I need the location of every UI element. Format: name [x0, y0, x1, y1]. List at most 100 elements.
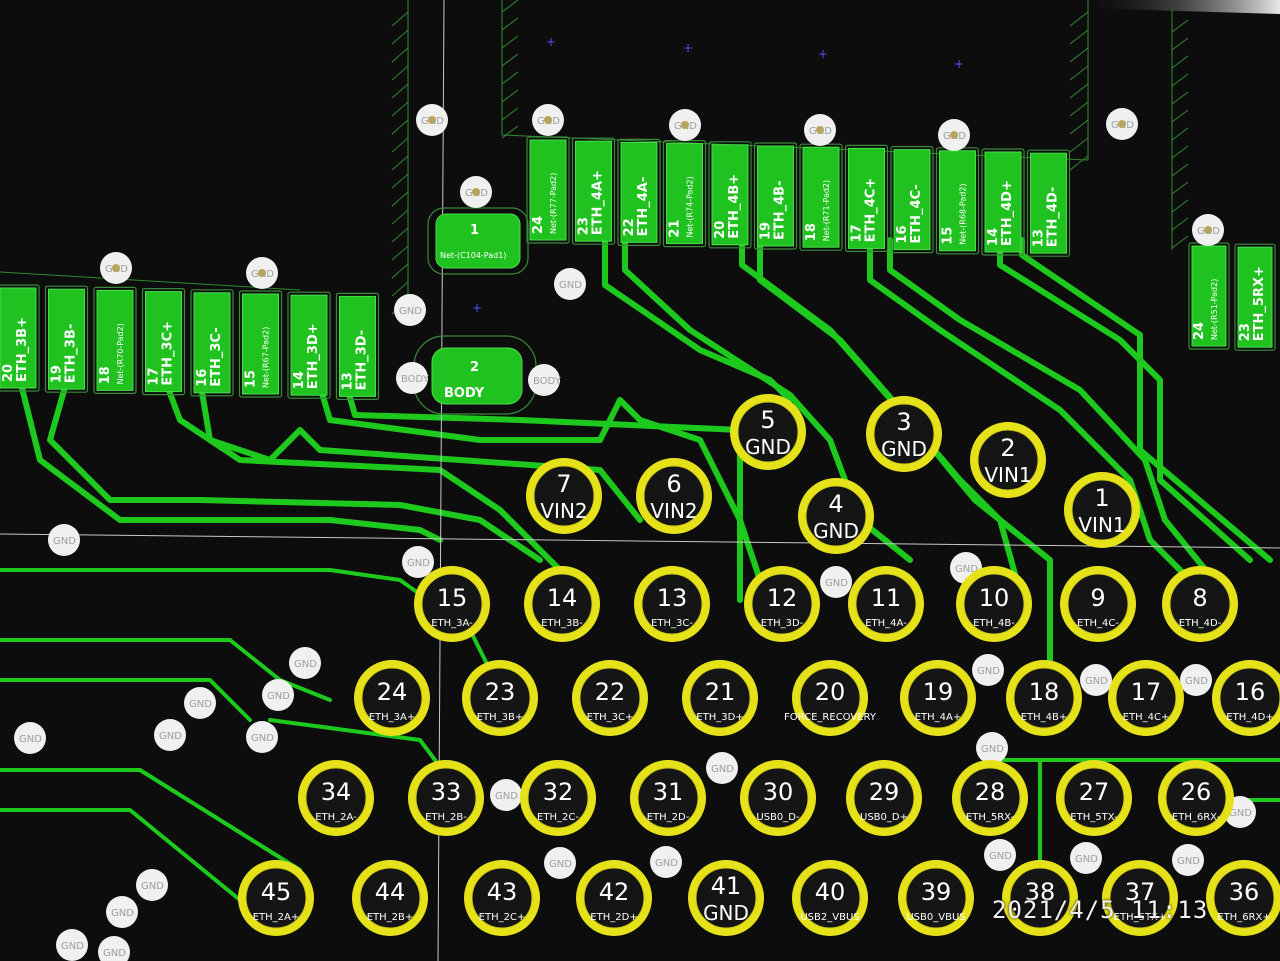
via[interactable]: GND	[48, 524, 80, 556]
via[interactable]: GND	[106, 896, 138, 928]
via[interactable]: GND	[820, 566, 852, 598]
via[interactable]: GND	[532, 104, 564, 136]
via[interactable]: GND	[804, 114, 836, 146]
via[interactable]: GND	[1106, 108, 1138, 140]
via[interactable]: GND	[460, 176, 492, 208]
via[interactable]: GND	[1180, 664, 1212, 696]
via[interactable]: GND	[706, 752, 738, 784]
test-point-38[interactable]: 38	[1002, 860, 1078, 936]
via[interactable]: GND	[98, 936, 130, 961]
via[interactable]: GND	[100, 252, 132, 284]
via[interactable]: BODY	[528, 364, 562, 396]
via[interactable]: GND	[394, 294, 426, 326]
via[interactable]: GND	[650, 846, 682, 878]
via[interactable]: GND	[976, 732, 1008, 764]
via[interactable]: GND	[1192, 214, 1224, 246]
via[interactable]: GND	[262, 679, 294, 711]
via[interactable]: GND	[246, 721, 278, 753]
via[interactable]: GND	[289, 647, 321, 679]
via[interactable]: GND	[554, 268, 586, 300]
pad-2-body[interactable]: 2 BODY	[413, 335, 537, 415]
via[interactable]: GND	[972, 654, 1004, 686]
via[interactable]: BODY	[396, 362, 430, 394]
via[interactable]: GND	[984, 839, 1016, 871]
via[interactable]: GND	[136, 869, 168, 901]
via[interactable]: GND	[1070, 842, 1102, 874]
via[interactable]: GND	[938, 119, 970, 151]
via[interactable]: GND	[490, 779, 522, 811]
via[interactable]: GND	[402, 546, 434, 578]
via[interactable]: GND	[14, 722, 46, 754]
via[interactable]: GND	[1080, 664, 1112, 696]
via[interactable]: GND	[544, 847, 576, 879]
via[interactable]: GND	[56, 929, 88, 961]
via[interactable]: GND	[246, 257, 278, 289]
pad-1[interactable]: 1 Net-(C104-Pad1)	[427, 207, 529, 275]
via[interactable]: GND	[154, 719, 186, 751]
